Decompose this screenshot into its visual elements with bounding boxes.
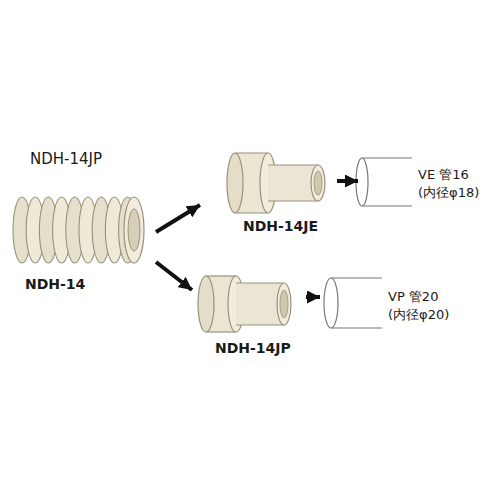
adapter-jp (198, 276, 291, 332)
pipe-spec: VP 管20 (内径φ20) (388, 288, 468, 324)
pipe-part: VP 管20 (内径φ20) (320, 278, 490, 338)
part-number: NDH-14JE (243, 218, 337, 234)
part-number: NDH-14JP (215, 340, 306, 356)
flow-arrow (306, 295, 320, 299)
pipe-spec: VE 管16 (内径φ18) (418, 166, 498, 202)
hose-part: NDH-14 (12, 186, 156, 298)
part-number: NDH-14 (25, 276, 156, 292)
adapter-je (227, 153, 325, 213)
ve-pipe (356, 158, 412, 206)
flow-arrow (337, 179, 358, 183)
adapter-part: NDH-14JP (192, 272, 306, 360)
diagram-title: NDH-14JP (30, 150, 102, 168)
hose-ribs (13, 197, 137, 263)
hose-end (124, 197, 144, 263)
hose-bore (128, 209, 140, 251)
flow-arrow (156, 262, 192, 290)
flow-arrow (156, 205, 200, 232)
pipe-part: VE 管16 (内径φ18) (358, 160, 500, 212)
vp-pipe (324, 278, 382, 328)
adapter-part: NDH-14JE (200, 150, 337, 238)
